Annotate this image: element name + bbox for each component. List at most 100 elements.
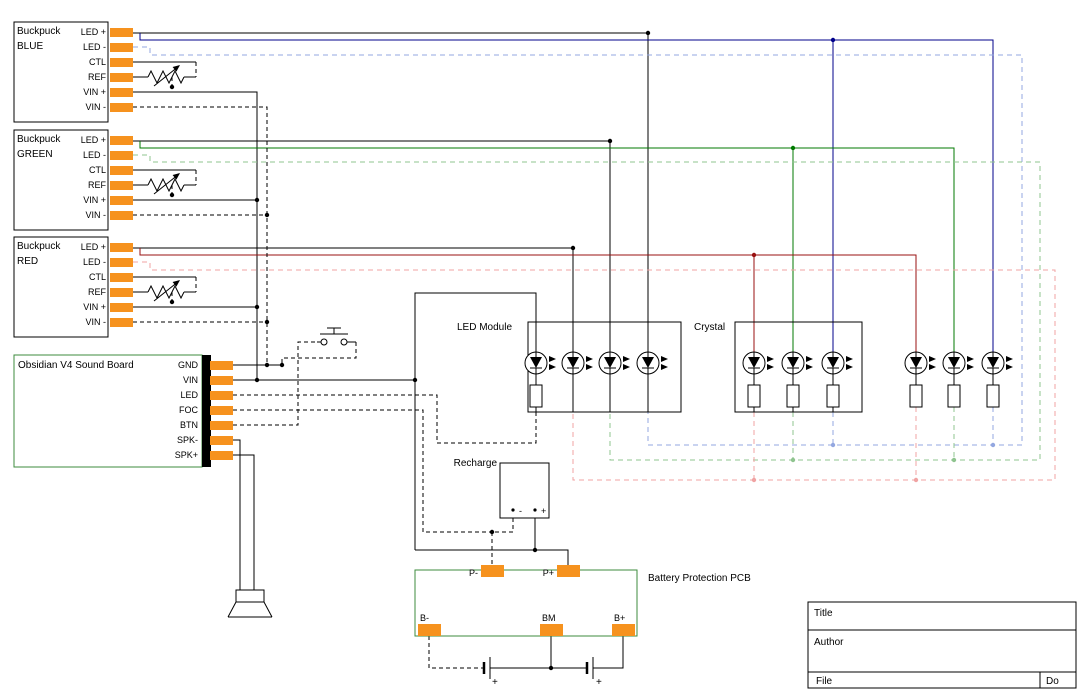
pin-label: VIN -	[85, 317, 106, 327]
resistor-icon	[947, 384, 961, 408]
crystal-chamber: Crystal	[694, 321, 863, 413]
battery-protection-pcb: Battery Protection PCB P- P+ B- BM B+	[414, 565, 751, 637]
pin-label: LED	[180, 390, 198, 400]
wire-vin-minus-bus	[133, 106, 268, 365]
buckpuck-red-trimpot	[132, 276, 197, 305]
pad-label: B-	[420, 613, 429, 623]
wire-switch-return	[281, 342, 357, 365]
led-icon	[981, 351, 1014, 375]
pad-b-minus	[418, 624, 441, 636]
crystal-box	[734, 321, 863, 413]
pin-label: SPK-	[177, 435, 198, 445]
pin-label: VIN +	[83, 87, 106, 97]
buckpuck-blue-box	[13, 21, 109, 123]
buckpuck-red-box	[13, 236, 109, 338]
switch-contact	[320, 338, 328, 346]
wire-red-return	[133, 261, 1056, 481]
recharge-minus-terminal	[511, 508, 515, 512]
junction-dot	[264, 212, 270, 218]
resistor-icon	[986, 384, 1000, 408]
recharge-label: Recharge	[454, 458, 498, 469]
wire-red-channel	[139, 248, 917, 352]
pad-label: P-	[469, 568, 478, 578]
junction-dot	[548, 665, 554, 671]
battery-icon	[585, 655, 595, 681]
led-module-label: LED Module	[457, 322, 512, 333]
junction-dot	[607, 138, 613, 144]
junction-dots	[254, 30, 996, 671]
junction-dot	[532, 547, 538, 553]
buckpuck-red-color: RED	[17, 256, 38, 267]
pad-bm	[540, 624, 563, 636]
resistor-icon	[786, 384, 800, 408]
junction-dot	[645, 30, 651, 36]
sound-board-pad	[210, 421, 233, 430]
led-icon	[942, 351, 975, 375]
led-icon	[636, 351, 669, 375]
speaker-body	[235, 589, 265, 603]
led-module: LED Module	[457, 321, 682, 413]
sound-board-pad	[210, 451, 233, 460]
title-block-frame	[807, 601, 1077, 689]
pin-label: VIN -	[85, 102, 106, 112]
pad-p-minus	[481, 565, 504, 577]
momentary-switch-symbol	[320, 327, 348, 346]
pin-label: VIN +	[83, 195, 106, 205]
wire-btn	[233, 341, 317, 426]
pin-label: LED -	[83, 150, 106, 160]
buckpuck-red: Buckpuck RED LED + LED - CTL REF VIN + V…	[13, 236, 197, 338]
junction-dot	[264, 319, 270, 325]
recharge-plus-terminal	[533, 508, 537, 512]
led-icon	[742, 351, 775, 375]
buckpuck-blue-color: BLUE	[17, 41, 43, 52]
buckpuck-red-pads	[110, 243, 133, 327]
pin-label: VIN +	[83, 302, 106, 312]
recharge-plus-sign: +	[541, 506, 546, 516]
battery-cells: + +	[482, 655, 602, 688]
pad-label: B+	[614, 613, 625, 623]
battery-icon	[482, 655, 492, 681]
crystal-label: Crystal	[694, 322, 725, 333]
junction-dot	[254, 304, 260, 310]
sound-board-connector-bar	[202, 355, 211, 467]
wire-green-channel	[139, 141, 955, 352]
pin-label: LED -	[83, 42, 106, 52]
recharge-box	[499, 462, 550, 519]
title-block-doc: Do	[1046, 676, 1059, 687]
title-block: Title Author File Do	[807, 601, 1077, 689]
resistor-icon	[826, 384, 840, 408]
led-icon	[524, 351, 557, 375]
pin-label: LED +	[81, 242, 106, 252]
sound-board-pad	[210, 406, 233, 415]
junction-dot	[913, 477, 919, 483]
pin-label: CTL	[89, 165, 106, 175]
junction-dot	[790, 457, 796, 463]
wires-black-dashed	[133, 106, 537, 669]
title-block-author: Author	[814, 637, 844, 648]
pin-label: REF	[88, 72, 107, 82]
speaker-cone	[227, 601, 273, 618]
sound-board: Obsidian V4 Sound Board GND VIN LED FOC …	[13, 354, 233, 468]
buckpuck-green-pads	[110, 136, 133, 220]
wire-red-led-plus	[133, 247, 574, 352]
wire-led-return	[233, 394, 537, 444]
speaker-symbol	[227, 589, 273, 618]
pin-label: VIN	[183, 375, 198, 385]
pin-label: LED +	[81, 27, 106, 37]
junction-dot	[830, 442, 836, 448]
title-block-file: File	[816, 676, 833, 687]
junction-dot	[254, 197, 260, 203]
wires-colored-solid	[139, 33, 994, 352]
junction-dot	[412, 377, 418, 383]
battery-plus-sign: +	[596, 677, 602, 688]
wire-green-return	[133, 154, 1041, 461]
wire-green-led-plus	[133, 140, 611, 352]
pad-p-plus	[557, 565, 580, 577]
pin-label: CTL	[89, 272, 106, 282]
wires-black-solid	[133, 32, 994, 669]
led-icon	[598, 351, 631, 375]
junction-dot	[264, 362, 270, 368]
switch-contact	[340, 338, 348, 346]
sound-board-title: Obsidian V4 Sound Board	[18, 360, 134, 371]
